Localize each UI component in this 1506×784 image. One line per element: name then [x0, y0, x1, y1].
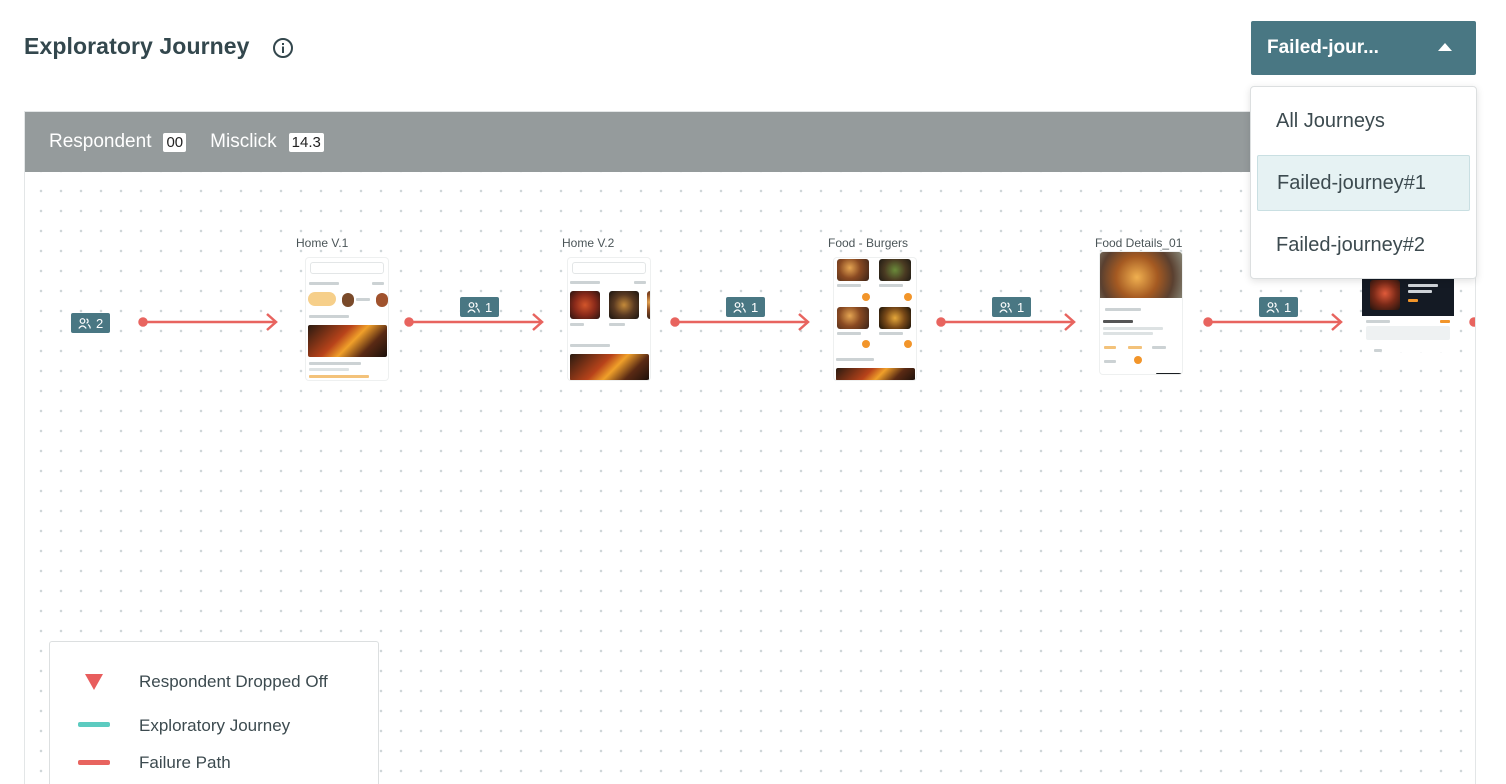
screen-thumbnail-home-v2[interactable]	[568, 258, 650, 380]
path-start-dot	[1469, 317, 1475, 327]
dropdown-option-failed-journey-1[interactable]: Failed-journey#1	[1257, 155, 1470, 211]
transition-count-4[interactable]: 1	[1259, 297, 1299, 317]
start-count-text: 2	[96, 315, 104, 331]
respondent-count-badge: 00	[163, 132, 187, 152]
users-icon	[467, 301, 480, 313]
journey-canvas[interactable]: Respondent 00 Misclick 14.3	[24, 111, 1476, 784]
users-icon	[1266, 301, 1279, 313]
transition-count-1[interactable]: 1	[460, 297, 500, 317]
dropdown-option-all-journeys[interactable]: All Journeys	[1276, 109, 1385, 132]
red-line-icon	[78, 760, 110, 765]
transition-count-2[interactable]: 1	[726, 297, 766, 317]
respondent-label: Respondent	[49, 131, 152, 152]
legend-label-failure-path: Failure Path	[139, 753, 231, 772]
legend: Respondent Dropped Off Exploratory Journ…	[49, 641, 379, 784]
screen-label-food-burgers: Food - Burgers	[828, 236, 909, 250]
dropdown-option-failed-journey-2[interactable]: Failed-journey#2	[1276, 233, 1425, 256]
arrow-head	[266, 313, 278, 331]
page-title: Exploratory Journey	[24, 33, 250, 59]
transition-count-text: 1	[485, 299, 493, 315]
journey-dropdown-menu: All Journeys Failed-journey#1 Failed-jou…	[1250, 86, 1477, 279]
screen-label-food-details: Food Details_01	[1095, 236, 1183, 250]
triangle-down-icon	[85, 674, 103, 690]
screen-thumbnail-food-burgers[interactable]	[834, 258, 916, 380]
failure-path-arrows	[138, 313, 1475, 331]
arrow-head	[1331, 313, 1343, 331]
transition-count-3[interactable]: 1	[992, 297, 1032, 317]
transition-count-text: 1	[1284, 299, 1292, 315]
users-icon	[78, 317, 91, 329]
arrow-head	[532, 313, 544, 331]
legend-label-exploratory: Exploratory Journey	[139, 716, 291, 735]
start-respondent-count[interactable]: 2	[71, 313, 111, 333]
screen-label-home-v2: Home V.2	[562, 236, 615, 250]
misclick-label: Misclick	[210, 131, 277, 152]
info-circle-icon[interactable]	[272, 37, 294, 59]
dropdown-selected-label: Failed-jour...	[1267, 37, 1379, 58]
stats-bar: Respondent 00 Misclick 14.3	[25, 112, 1475, 172]
users-icon	[999, 301, 1012, 313]
caret-up-icon	[1438, 43, 1452, 51]
screen-thumbnail-food-details[interactable]	[1100, 252, 1182, 374]
teal-line-icon	[78, 722, 110, 727]
arrow-head	[1064, 313, 1076, 331]
screen-label-home-v1: Home V.1	[296, 236, 349, 250]
users-icon	[733, 301, 746, 313]
misclick-rate-badge: 14.3	[288, 132, 324, 152]
transition-count-text: 1	[1017, 299, 1025, 315]
screen-thumbnail-home-v1[interactable]	[306, 258, 388, 380]
arrow-head	[798, 313, 810, 331]
transition-count-text: 1	[751, 299, 759, 315]
journey-dropdown-button[interactable]: Failed-jour...	[1251, 21, 1476, 75]
legend-label-dropped-off: Respondent Dropped Off	[139, 672, 328, 691]
